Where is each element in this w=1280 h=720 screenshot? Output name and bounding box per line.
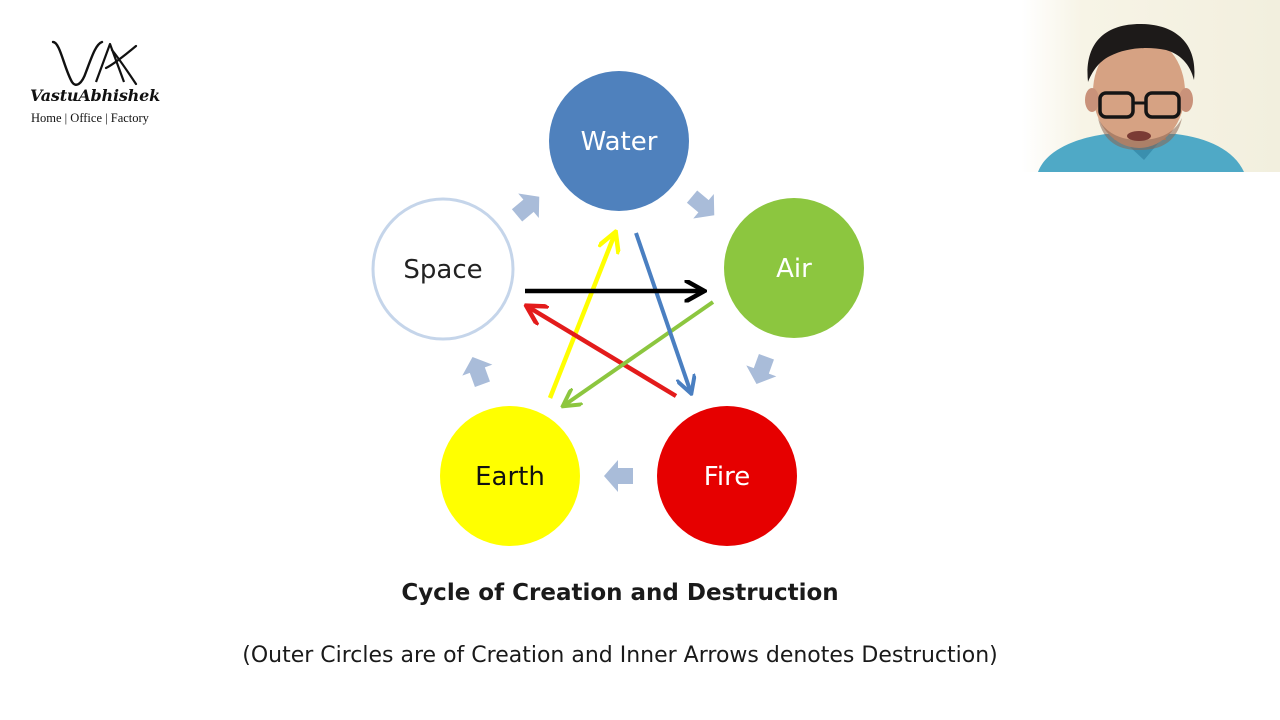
destruction-arrow-air-earth <box>566 300 715 404</box>
node-label-water: Water <box>581 127 658 157</box>
destruction-arrow-fire-space <box>530 308 678 398</box>
node-earth <box>440 406 580 546</box>
creation-arrow-water-air <box>686 190 715 219</box>
node-label-fire: Fire <box>704 462 750 492</box>
va-monogram-icon <box>51 40 138 86</box>
element-circles <box>371 71 864 546</box>
creation-arrow-fire-earth <box>604 460 633 492</box>
node-water <box>549 71 689 211</box>
destruction-arrows <box>525 232 715 404</box>
node-label-space: Space <box>403 255 482 285</box>
creation-arrow-earth-space <box>462 356 493 387</box>
creation-arrows <box>462 190 777 492</box>
creation-arrow-air-fire <box>746 354 777 385</box>
presenter-webcam-icon <box>1038 24 1244 172</box>
destruction-arrow-earth-water <box>547 236 614 399</box>
destruction-arrow-water-fire <box>634 232 690 390</box>
diagram-caption-title: Cycle of Creation and Destruction <box>401 580 839 606</box>
element-labels: Water Air Fire Earth Space <box>403 127 812 492</box>
five-elements-diagram: Water Air Fire Earth Space <box>371 71 864 546</box>
node-fire <box>657 406 797 546</box>
diagram-caption-note: (Outer Circles are of Creation and Inner… <box>242 643 998 668</box>
brand-name: VastuAbhishek <box>30 86 160 105</box>
node-space <box>371 197 515 341</box>
presenter-webcam <box>976 0 1280 172</box>
node-label-air: Air <box>776 254 812 284</box>
brand-logo: VastuAbhishek Home | Office | Factory <box>28 38 173 130</box>
node-air <box>724 198 864 338</box>
brand-tagline: Home | Office | Factory <box>31 111 149 125</box>
creation-arrow-space-water <box>511 193 540 222</box>
node-label-earth: Earth <box>475 462 545 492</box>
